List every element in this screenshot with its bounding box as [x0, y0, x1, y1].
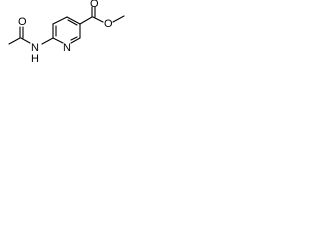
atom-label-ester-o-single: O	[104, 18, 113, 30]
ring-bond-c3-c4	[66, 16, 81, 25]
bond-ester-c-o	[92, 16, 104, 23]
ring-bond-n-c1	[52, 37, 64, 44]
atom-label-acyl-o: O	[18, 16, 27, 28]
bond-carbonyl-nh	[20, 37, 31, 44]
chemical-structure-figure: N H O N O O	[0, 0, 139, 85]
ring-inner-double-3	[70, 36, 78, 41]
atom-label-ring-n: N	[63, 42, 71, 54]
molecule-diagram: N H O N O O	[8, 0, 125, 65]
ring-bond-c2-c3	[52, 16, 68, 25]
bond-lines	[8, 6, 125, 45]
ring-inner-double-2	[67, 19, 78, 26]
atom-label-nh-n: N	[31, 42, 39, 54]
atom-label-nh-h: H	[31, 53, 39, 65]
ring-bond-c5-n	[70, 37, 81, 44]
atom-label-ester-o-double: O	[90, 0, 99, 10]
atom-labels: N H O N O O	[18, 0, 113, 65]
bond-o-methyl	[112, 15, 125, 23]
bond-ring-ester-carbon	[79, 16, 93, 25]
bond-nh-ring	[41, 37, 54, 45]
bond-methyl-carbonyl	[8, 37, 21, 45]
